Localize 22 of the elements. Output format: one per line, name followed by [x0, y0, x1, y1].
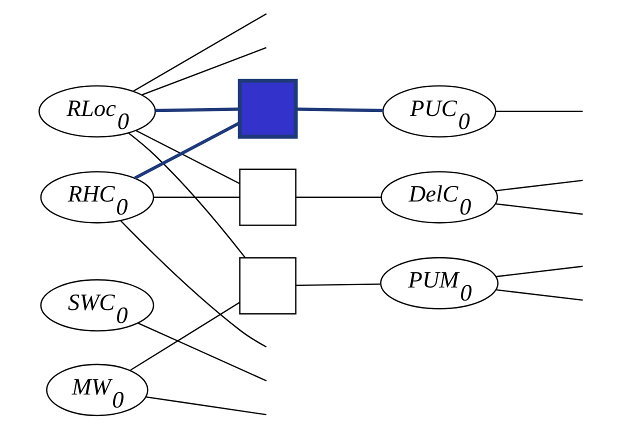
- connector: [132, 13, 267, 92]
- connector: [155, 108, 240, 112]
- node-box: [239, 257, 296, 314]
- connector: [496, 203, 583, 215]
- connector: [296, 108, 384, 112]
- node-box: [238, 78, 298, 139]
- connector: [128, 132, 246, 258]
- connector: [142, 47, 267, 96]
- connector: [130, 302, 240, 371]
- connector: [496, 289, 583, 301]
- connector: [496, 110, 583, 112]
- connector: [154, 196, 240, 198]
- connector: [296, 196, 382, 198]
- connector: [136, 130, 240, 184]
- connector: [146, 396, 266, 416]
- connector: [496, 180, 583, 192]
- connector: [496, 266, 583, 278]
- connector: [138, 322, 267, 382]
- connector: [296, 283, 380, 286]
- connector: [134, 122, 240, 180]
- connector: [120, 220, 267, 348]
- node-box: [239, 168, 296, 226]
